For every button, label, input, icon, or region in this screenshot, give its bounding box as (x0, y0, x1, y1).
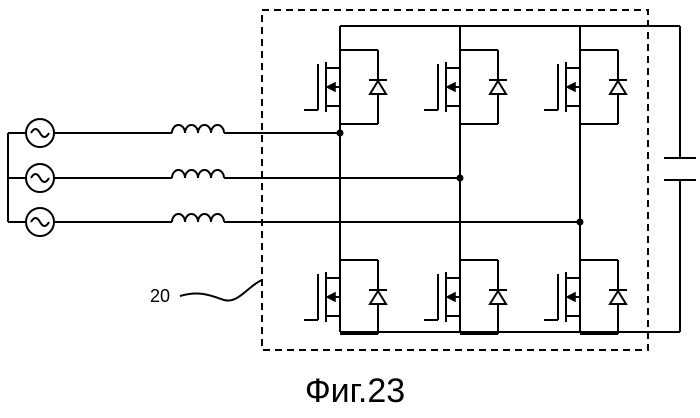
mosfet-arrow (327, 293, 335, 301)
junction-dot-3 (577, 219, 584, 226)
sine-symbol (31, 218, 49, 226)
switch-4 (304, 260, 387, 334)
mosfet-arrow (327, 83, 335, 91)
diode (370, 291, 386, 304)
mosfet-arrow (567, 293, 575, 301)
diode (610, 81, 626, 94)
switch-3 (544, 50, 627, 124)
phase-line-2 (8, 164, 460, 192)
phase-line-1 (8, 119, 340, 147)
inductor-3 (172, 214, 224, 222)
reference-leader-line (180, 280, 262, 301)
inductor-2 (172, 170, 224, 178)
inductor-1 (172, 125, 224, 133)
sine-symbol (31, 174, 49, 182)
diode (610, 291, 626, 304)
dc-capacitor (664, 158, 696, 180)
diode (490, 291, 506, 304)
reference-label-20: 20 (150, 286, 170, 306)
phase-line-3 (8, 208, 580, 236)
diode (490, 81, 506, 94)
switch-6 (544, 260, 627, 334)
junction-dot-1 (337, 130, 344, 137)
figure-caption: Фиг.23 (305, 372, 405, 410)
diode (370, 81, 386, 94)
igbt-switches (304, 50, 627, 334)
sine-symbol (31, 129, 49, 137)
mosfet-arrow (447, 83, 455, 91)
mosfet-arrow (447, 293, 455, 301)
switch-5 (424, 260, 507, 334)
switch-1 (304, 50, 387, 124)
mosfet-arrow (567, 83, 575, 91)
junction-dot-2 (457, 175, 464, 182)
switch-2 (424, 50, 507, 124)
phase-lines (8, 119, 580, 236)
